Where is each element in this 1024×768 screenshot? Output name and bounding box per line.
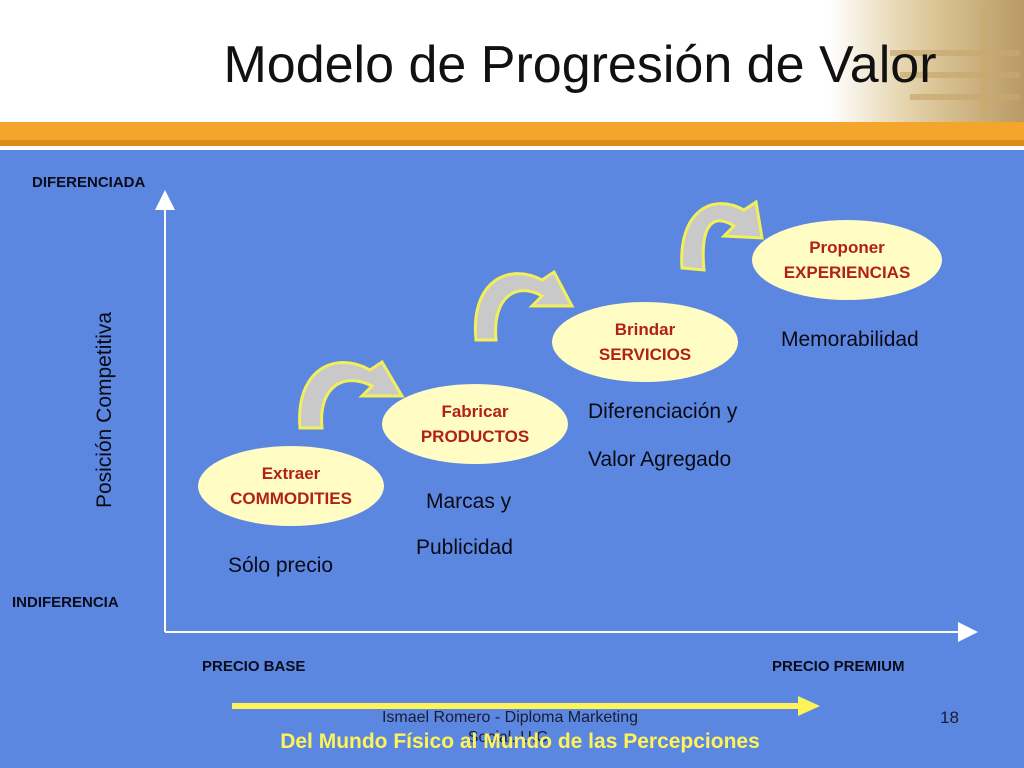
stage-noun: COMMODITIES — [230, 489, 352, 508]
orange-stripe-shadow — [0, 140, 1024, 146]
progression-arrow-3 — [680, 199, 764, 272]
stage-desc-servicios-line1: Diferenciación y — [588, 400, 738, 423]
stage-verb: Extraer — [261, 464, 321, 483]
stage-desc-servicios-line2: Valor Agregado — [588, 448, 732, 471]
stage-desc-commodities: Sólo precio — [228, 554, 334, 577]
progression-arrow-2 — [473, 269, 575, 342]
page-number: 18 — [940, 708, 959, 727]
stage-oval-productos: Fabricar PRODUCTOS — [382, 384, 568, 464]
stage-noun: PRODUCTOS — [420, 427, 530, 446]
progression-caption: Del Mundo Físico al Mundo de las Percepc… — [280, 730, 760, 753]
stage-noun: EXPERIENCIAS — [783, 263, 911, 282]
stage-verb: Brindar — [614, 320, 676, 339]
stage-oval-commodities: Extraer COMMODITIES — [198, 446, 384, 526]
progression-arrow-1 — [298, 359, 405, 430]
x-axis-left-label: PRECIO BASE — [202, 658, 306, 675]
y-axis-title: Posición Competitiva — [93, 311, 116, 509]
stage-verb: Proponer — [809, 238, 885, 257]
footer-author: Ismael Romero - Diploma Marketing Social… — [381, 709, 639, 746]
y-axis-bottom-label: INDIFERENCIA — [12, 594, 119, 611]
stage-oval-servicios: Brindar SERVICIOS — [552, 302, 738, 382]
stage-oval-experiencias: Proponer EXPERIENCIAS — [752, 220, 942, 300]
slide-title: Modelo de Progresión de Valor — [223, 36, 937, 94]
stage-verb: Fabricar — [441, 402, 509, 421]
stage-noun: SERVICIOS — [598, 345, 692, 364]
stage-desc-experiencias: Memorabilidad — [781, 328, 919, 351]
orange-stripe — [0, 122, 1024, 144]
bottom-progression-arrowhead — [798, 696, 820, 716]
stage-desc-productos-line1: Marcas y — [426, 490, 512, 513]
x-axis-right-label: PRECIO PREMIUM — [772, 658, 905, 675]
stage-desc-productos-line2: Publicidad — [416, 536, 513, 559]
building-photo — [830, 0, 1024, 122]
y-axis-top-label: DIFERENCIADA — [32, 174, 146, 191]
